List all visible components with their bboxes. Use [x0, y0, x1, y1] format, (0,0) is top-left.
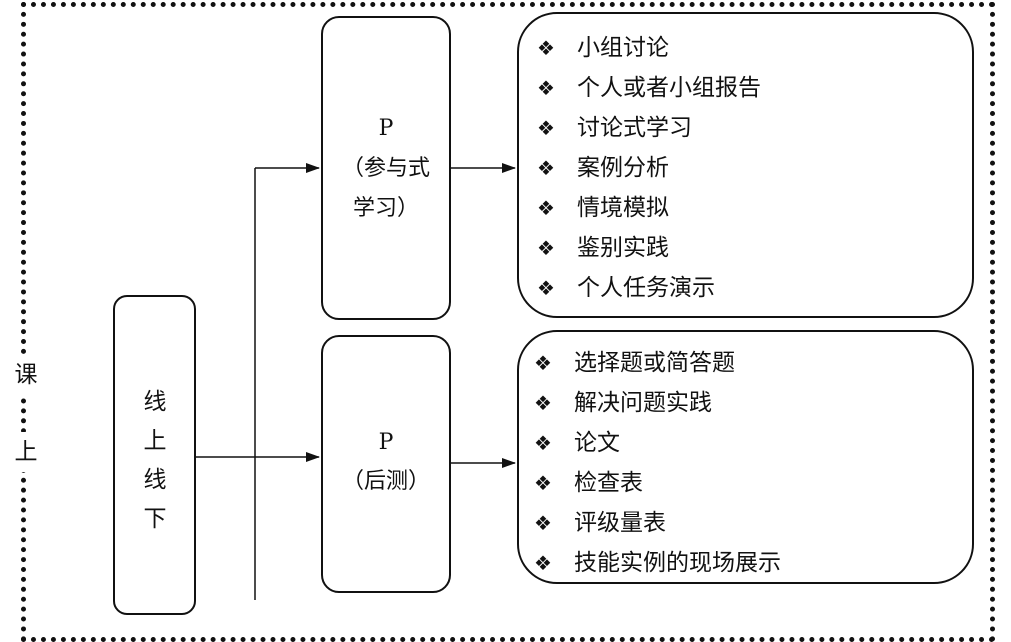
- connector-lines: [196, 163, 516, 600]
- list-item: ❖论文: [520, 423, 781, 463]
- posttest-methods-box: [517, 330, 974, 584]
- diamond-bullet-icon: ❖: [537, 276, 555, 300]
- diamond-bullet-icon: ❖: [534, 431, 552, 455]
- diamond-bullet-icon: ❖: [537, 36, 555, 60]
- participation-subtitle-line-1: （参与式: [341, 156, 430, 181]
- hub-label: 线上线下: [143, 389, 167, 532]
- side-label-char-2: 上: [6, 432, 46, 472]
- diamond-bullet-icon: ❖: [537, 196, 555, 220]
- participation-subtitle-line-2: 学习）: [352, 196, 419, 221]
- diamond-bullet-icon: ❖: [534, 391, 552, 415]
- list-item: ❖鉴别实践: [523, 228, 761, 268]
- participation-methods-list: ❖小组讨论 ❖个人或者小组报告 ❖讨论式学习 ❖案例分析 ❖情境模拟 ❖鉴别实践…: [523, 28, 761, 308]
- hub-box: [113, 295, 196, 615]
- participation-methods-box: [517, 12, 974, 318]
- participation-title: P: [378, 116, 394, 141]
- list-item: ❖情境模拟: [523, 188, 761, 228]
- posttest-box: [321, 335, 451, 593]
- diamond-bullet-icon: ❖: [537, 116, 555, 140]
- diamond-bullet-icon: ❖: [534, 471, 552, 495]
- diamond-bullet-icon: ❖: [534, 551, 552, 575]
- side-label-char-1: 课: [6, 355, 46, 395]
- list-item: ❖个人任务演示: [523, 268, 761, 308]
- posttest-subtitle-line-1: （后测）: [341, 469, 430, 494]
- diamond-bullet-icon: ❖: [537, 236, 555, 260]
- list-item: ❖检查表: [520, 463, 781, 503]
- list-item: ❖讨论式学习: [523, 108, 761, 148]
- list-item: ❖案例分析: [523, 148, 761, 188]
- list-item: ❖评级量表: [520, 503, 781, 543]
- list-item: ❖解决问题实践: [520, 383, 781, 423]
- diamond-bullet-icon: ❖: [537, 156, 555, 180]
- diamond-bullet-icon: ❖: [534, 351, 552, 375]
- participation-box: [321, 16, 451, 320]
- diamond-bullet-icon: ❖: [534, 511, 552, 535]
- list-item: ❖技能实例的现场展示: [520, 543, 781, 583]
- list-item: ❖个人或者小组报告: [523, 68, 761, 108]
- list-item: ❖选择题或简答题: [520, 343, 781, 383]
- diamond-bullet-icon: ❖: [537, 76, 555, 100]
- list-item: ❖小组讨论: [523, 28, 761, 68]
- posttest-methods-list: ❖选择题或简答题 ❖解决问题实践 ❖论文 ❖检查表 ❖评级量表 ❖技能实例的现场…: [520, 343, 781, 583]
- posttest-title: P: [378, 430, 394, 455]
